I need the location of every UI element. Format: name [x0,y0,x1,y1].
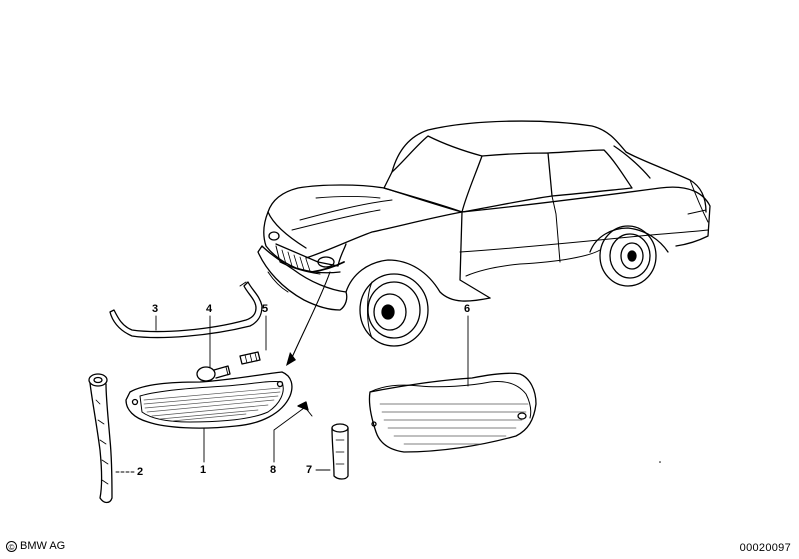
callout-7: 7 [306,464,313,476]
bulb-part [196,365,231,382]
callout-8: 8 [270,464,277,476]
screw-part [297,401,313,417]
bumper-corner-part [368,372,537,453]
trim-strip-part [109,281,263,339]
callout-3: 3 [152,303,159,315]
copyright-notice: ©BMW AG [6,540,65,552]
turn-signal-lens-part [125,371,293,429]
copyright-icon: © [6,541,17,552]
leader-8 [273,407,305,463]
document-number: 00020097 [739,542,791,554]
bulb-holder-part [239,351,261,365]
callout-1: 1 [200,464,207,476]
callout-5: 5 [262,303,269,315]
callout-2: 2 [137,466,144,478]
callout-4: 4 [206,303,213,315]
copyright-text: BMW AG [20,540,66,552]
callout-6: 6 [464,303,471,315]
car-illustration [257,120,711,347]
grommet-part [331,423,349,480]
gasket-part [88,373,113,504]
location-arrow [289,271,331,363]
